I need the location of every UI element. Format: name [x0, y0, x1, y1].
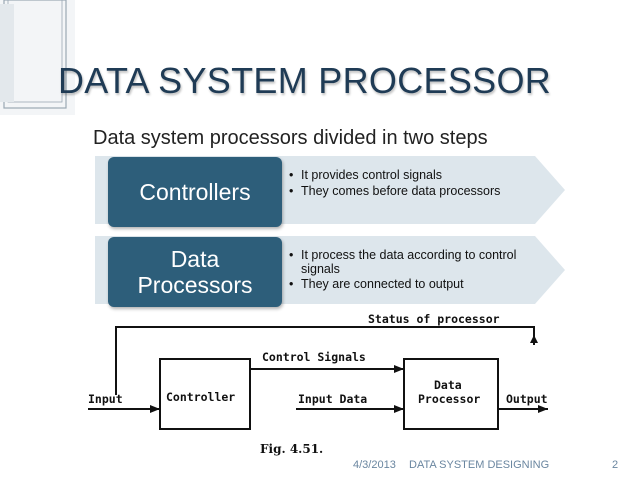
step-box-controllers: Controllers	[108, 157, 282, 227]
bullet-item: It process the data according to control…	[289, 248, 529, 276]
footer-page-number: 2	[612, 459, 619, 471]
fig-input-label: Input	[88, 392, 123, 406]
fig-input-data-label: Input Data	[298, 392, 367, 406]
bullet-item: They comes before data processors	[289, 184, 529, 199]
step-bullets-1: It provides control signals They comes b…	[289, 168, 529, 200]
slide-subtitle: Data system processors divided in two st…	[93, 127, 488, 149]
bullet-item: They are connected to output	[289, 277, 529, 292]
fig-dp-label-2: Processor	[418, 392, 480, 406]
step-label: Data Processors	[137, 246, 253, 298]
bullet-item: It provides control signals	[289, 168, 529, 183]
fig-status-label: Status of processor	[368, 313, 500, 326]
step-box-data-processors: Data Processors	[108, 237, 282, 307]
footer-title: DATA SYSTEM DESIGNING	[409, 459, 550, 471]
block-diagram-figure: Status of processor Control Signals Inpu…	[88, 313, 548, 456]
footer-date: 4/3/2013	[353, 459, 396, 471]
step-bullets-2: It process the data according to control…	[289, 248, 529, 294]
fig-control-label: Control Signals	[262, 350, 366, 364]
fig-controller-label: Controller	[166, 390, 235, 404]
corner-decoration	[0, 0, 75, 115]
fig-output-label: Output	[506, 392, 548, 406]
fig-dp-label-1: Data	[434, 378, 462, 392]
step-label: Controllers	[139, 179, 251, 205]
slide-title: DATA SYSTEM PROCESSOR	[58, 60, 552, 101]
fig-caption: Fig. 4.51.	[260, 442, 323, 456]
